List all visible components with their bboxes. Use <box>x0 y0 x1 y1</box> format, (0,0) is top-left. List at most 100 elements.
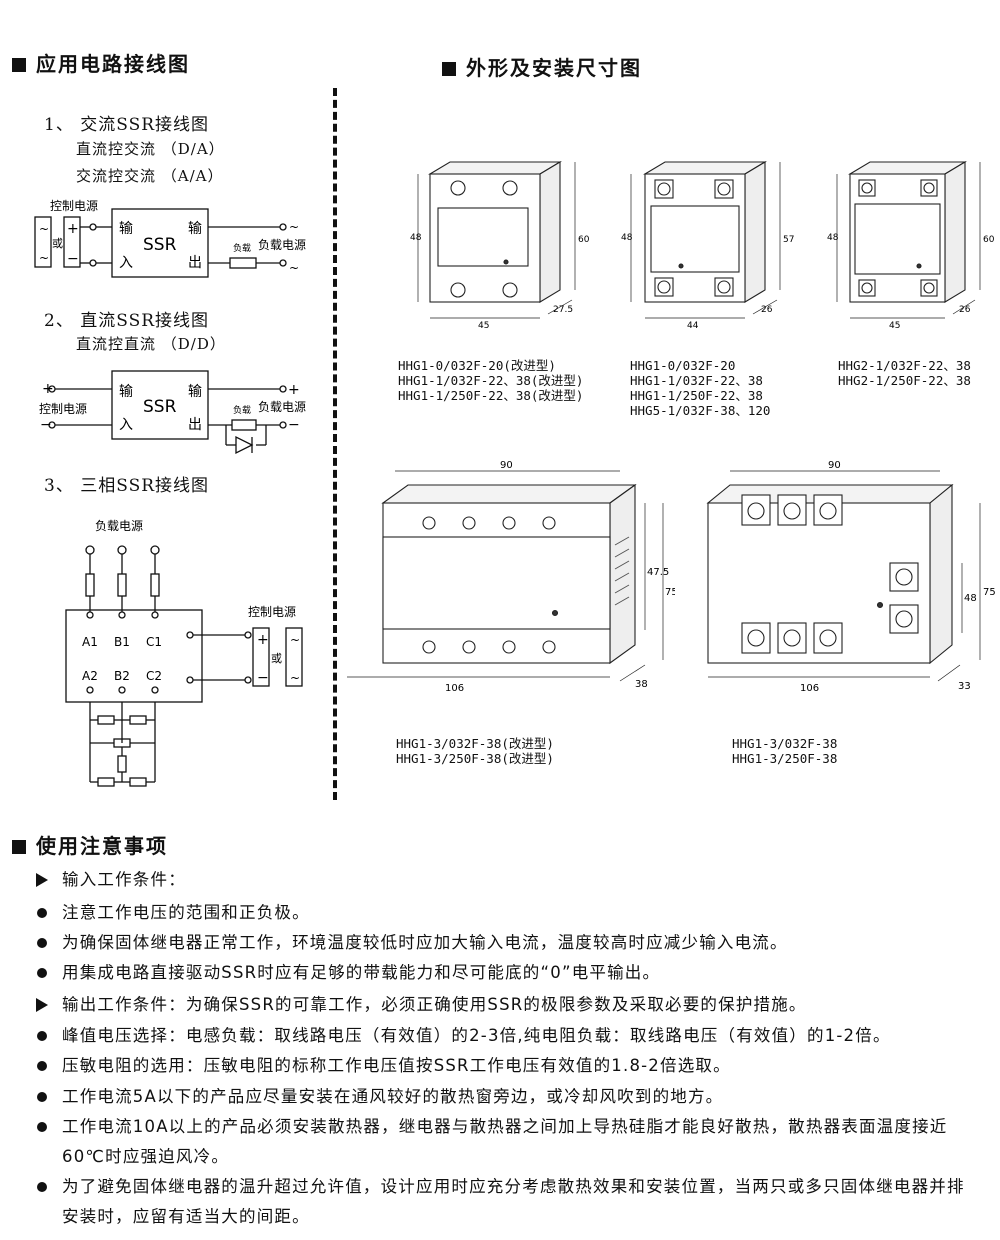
svg-text:~: ~ <box>39 251 49 265</box>
note-item: 为确保固体继电器正常工作，环境温度较低时应加大输入电流，温度较高时应减少输入电流… <box>62 933 788 952</box>
svg-text:45: 45 <box>889 321 900 330</box>
dot-bullet-icon <box>37 1061 47 1071</box>
svg-text:57: 57 <box>783 235 794 245</box>
models-group-4: HHG1-3/032F-38(改进型) HHG1-3/250F-38(改进型) <box>396 736 554 766</box>
svg-text:60: 60 <box>578 235 590 245</box>
models-group-3: HHG2-1/032F-22、38 HHG2-1/250F-22、38 <box>838 358 971 388</box>
svg-text:SSR: SSR <box>143 397 177 417</box>
ac-ssr-dc-control: 直流控交流 （D/A） <box>76 140 225 158</box>
svg-text:90: 90 <box>828 460 841 471</box>
dot-bullet-icon <box>37 908 47 918</box>
svg-text:48: 48 <box>964 593 977 604</box>
svg-text:+: + <box>257 632 269 648</box>
control-power-label: 控制电源 <box>50 199 98 213</box>
ac-ssr-title: 1、 交流SSR接线图 <box>44 115 210 135</box>
ac-wiring-diagram: 控制电源 ~ ~ 或 + − 输 入 SSR 输 出 负载 负载电源 ~ ~ <box>34 199 306 278</box>
load-power-label: 负载电源 <box>258 238 306 252</box>
svg-text:出: 出 <box>188 417 202 433</box>
svg-text:输: 输 <box>119 384 133 400</box>
svg-text:27.5: 27.5 <box>553 305 573 315</box>
dot-bullet-icon <box>37 1031 47 1041</box>
svg-text:+: + <box>42 381 54 397</box>
svg-text:输: 输 <box>119 221 133 237</box>
svg-text:33: 33 <box>958 681 971 692</box>
svg-text:44: 44 <box>687 321 699 330</box>
svg-text:48: 48 <box>621 233 633 243</box>
note-item: 峰值电压选择：电感负载：取线路电压（有效值）的2-3倍,纯电阻负载：取线路电压（… <box>62 1026 891 1045</box>
triangle-bullet-icon <box>36 998 48 1012</box>
svg-text:~: ~ <box>39 222 49 236</box>
note-item: 工作电流5A以下的产品应尽量安装在通风较好的散热窗旁边，或冷却风吹到的地方。 <box>62 1087 724 1106</box>
svg-text:90: 90 <box>500 460 513 471</box>
note-item: 压敏电阻的选用：压敏电阻的标称工作电压值按SSR工作电压有效值的1.8-2倍选取… <box>62 1056 731 1075</box>
dimensions-section-title: 外形及安装尺寸图 <box>442 52 642 81</box>
svg-text:A2: A2 <box>82 669 98 683</box>
svg-text:+: + <box>288 382 300 398</box>
svg-text:C2: C2 <box>146 669 162 683</box>
svg-text:45: 45 <box>478 321 489 330</box>
dot-bullet-icon <box>37 1122 47 1132</box>
svg-text:负载: 负载 <box>233 404 251 416</box>
note-item: 注意工作电压的范围和正负极。 <box>62 903 310 922</box>
dc-wiring-diagram: + − 控制电源 输 入 SSR 输 出 负载 负载电源 + − <box>39 370 306 455</box>
svg-text:48: 48 <box>827 233 839 243</box>
dot-bullet-icon <box>37 968 47 978</box>
svg-text:控制电源: 控制电源 <box>39 402 87 416</box>
note-item: 工作电流10A以上的产品必须安装散热器，继电器与散热器之间加上导热硅脂才能良好散… <box>62 1117 948 1166</box>
svg-text:入: 入 <box>119 255 133 271</box>
dc-ssr-dc-control: 直流控直流 （D/D） <box>76 335 226 353</box>
svg-text:60: 60 <box>983 235 995 245</box>
svg-text:B1: B1 <box>114 635 130 649</box>
svg-text:48: 48 <box>410 233 422 243</box>
dot-bullet-icon <box>37 1092 47 1102</box>
ac-ssr-ac-control: 交流控交流 （A/A） <box>76 167 224 185</box>
svg-text:−: − <box>288 417 300 433</box>
svg-text:~: ~ <box>289 261 299 275</box>
svg-text:−: − <box>257 670 269 686</box>
models-group-5: HHG1-3/032F-38 HHG1-3/250F-38 <box>732 736 838 766</box>
svg-text:入: 入 <box>119 417 133 433</box>
svg-text:−: − <box>67 251 79 267</box>
svg-text:~: ~ <box>289 220 299 234</box>
svg-text:26: 26 <box>959 305 971 315</box>
svg-text:负载电源: 负载电源 <box>95 519 143 533</box>
ssr-three-phase-drawing-1: 90 106 47.5 75 38 <box>347 460 675 694</box>
svg-text:~: ~ <box>290 633 300 647</box>
notes-section-title: 使用注意事项 <box>12 830 168 859</box>
svg-text:~: ~ <box>290 671 300 685</box>
ssr-three-phase-drawing-2: 90 106 48 75 33 <box>706 460 995 694</box>
svg-text:出: 出 <box>188 255 202 271</box>
svg-text:38: 38 <box>635 679 648 690</box>
svg-text:A1: A1 <box>82 635 98 649</box>
svg-text:75: 75 <box>983 587 995 598</box>
dc-ssr-title: 2、 直流SSR接线图 <box>44 311 210 331</box>
three-phase-ssr-title: 3、 三相SSR接线图 <box>44 476 210 496</box>
note-item: 为了避免固体继电器的温升超过允许值，设计应用时应充分考虑散热效果和安装位置，当两… <box>62 1177 965 1226</box>
ssr-single-phase-drawing-2: 48 44 57 26 <box>621 161 794 330</box>
svg-text:106: 106 <box>445 683 464 694</box>
svg-text:+: + <box>67 221 79 237</box>
note-item: 输入工作条件： <box>62 870 186 889</box>
three-phase-wiring-diagram: 负载电源 控制电源 + − 或 ~ ~ A1 B1 C1 A2 B2 C2 <box>65 519 303 787</box>
svg-text:−: − <box>40 417 52 433</box>
svg-text:C1: C1 <box>146 635 162 649</box>
note-item: 用集成电路直接驱动SSR时应有足够的带载能力和尽可能底的“0”电平输出。 <box>62 963 661 982</box>
section-divider <box>333 88 337 800</box>
svg-text:输: 输 <box>188 384 202 400</box>
svg-text:106: 106 <box>800 683 819 694</box>
dot-bullet-icon <box>37 938 47 948</box>
triangle-bullet-icon <box>36 873 48 887</box>
svg-text:或: 或 <box>271 652 282 665</box>
svg-text:负载电源: 负载电源 <box>258 400 306 414</box>
svg-text:控制电源: 控制电源 <box>248 605 296 619</box>
svg-text:负载: 负载 <box>233 242 251 254</box>
note-item: 输出工作条件：为确保SSR的可靠工作，必须正确使用SSR的极限参数及采取必要的保… <box>62 995 807 1014</box>
ssr-single-phase-drawing-1: 48 45 60 27.5 <box>410 161 590 330</box>
svg-text:B2: B2 <box>114 669 130 683</box>
svg-text:47.5: 47.5 <box>647 567 669 578</box>
svg-text:75: 75 <box>665 587 675 598</box>
wiring-section-title: 应用电路接线图 <box>12 48 190 77</box>
svg-text:或: 或 <box>52 237 63 250</box>
svg-text:26: 26 <box>761 305 773 315</box>
svg-text:输: 输 <box>188 221 202 237</box>
